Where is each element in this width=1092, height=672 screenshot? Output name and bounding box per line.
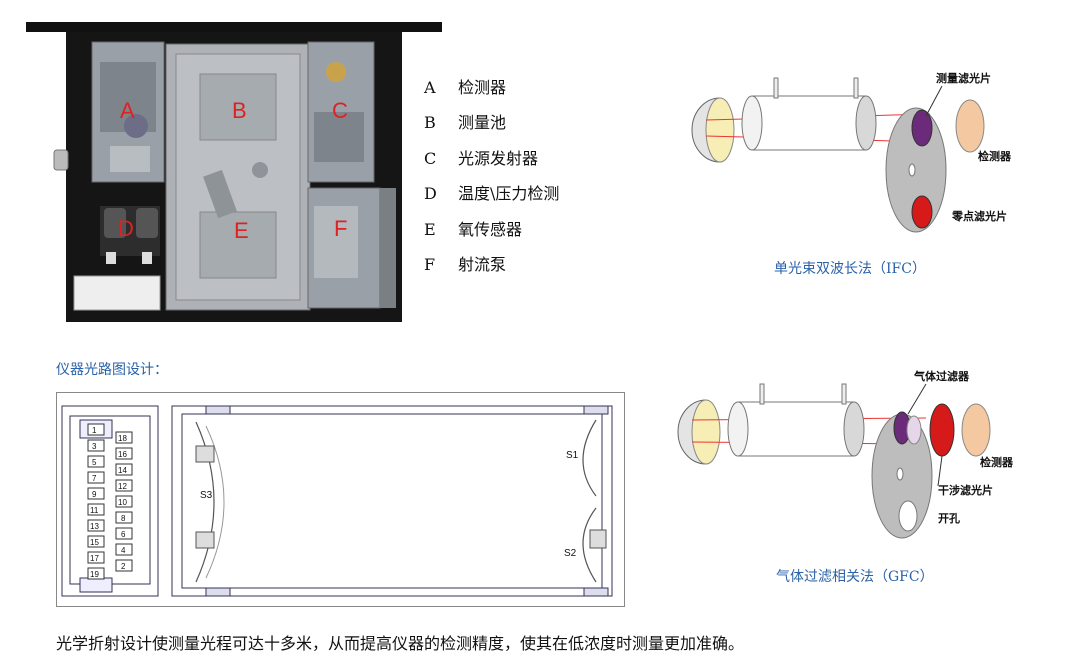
svg-text:18: 18 (118, 434, 127, 443)
top-plate (26, 22, 442, 32)
detector-disc (961, 403, 991, 457)
svg-text:19: 19 (90, 570, 99, 579)
instrument-diagram: A B C D E F (26, 22, 442, 322)
label-s2: S2 (564, 548, 577, 559)
label-s1: S1 (566, 450, 579, 461)
svg-text:5: 5 (92, 458, 97, 467)
svg-text:13: 13 (90, 522, 99, 531)
mirror-s3 (195, 421, 215, 583)
label-detector: 检测器 (980, 455, 1014, 469)
part-label-a: A (120, 98, 135, 123)
filter-wheel (885, 107, 947, 233)
zero-filter (911, 195, 933, 229)
svg-text:1: 1 (92, 426, 97, 435)
detector-disc (955, 99, 985, 153)
label-s3: S3 (200, 490, 213, 501)
optical-heading: 仪器光路图设计： (56, 362, 168, 378)
svg-text:15: 15 (90, 538, 99, 547)
spot-grid-left: 1 3 5 7 9 11 13 15 17 19 (87, 423, 105, 580)
spot-grid-right: 18 16 14 12 10 8 6 4 2 (115, 431, 133, 572)
ifc-diagram: 测量滤光片 检测器 零点滤光片 (691, 71, 1012, 233)
side-knob (53, 149, 69, 171)
label-zero-filter: 零点滤光片 (951, 209, 1007, 223)
label-gas-filter: 气体过滤器 (913, 369, 970, 383)
svg-text:12: 12 (118, 482, 127, 491)
footer-description: 光学折射设计使测量光程可达十多米，从而提高仪器的检测精度，使其在低浓度时测量更加… (56, 634, 745, 653)
part-label-b: B (232, 98, 247, 123)
gfc-caption: 气体过滤相关法（GFC） (776, 569, 934, 585)
open-hole (898, 500, 918, 532)
svg-text:4: 4 (121, 546, 126, 555)
measurement-filter (911, 109, 933, 147)
svg-text:6: 6 (121, 530, 126, 539)
svg-text:9: 9 (92, 490, 97, 499)
part-label-c: C (332, 98, 348, 123)
gfc-diagram: 气体过滤器 检测器 干涉滤光片 开孔 (677, 369, 1014, 539)
label-open-hole: 开孔 (938, 512, 960, 525)
measurement-cell (737, 401, 855, 457)
ifc-caption: 单光束双波长法（IFC） (774, 261, 926, 277)
part-label-d: D (118, 216, 134, 241)
label-measurement-filter: 测量滤光片 (936, 71, 991, 85)
optical-path-diagram: 1 3 5 7 9 11 13 15 17 19 18 16 14 12 10 … (56, 392, 625, 607)
label-interference-filter: 干涉滤光片 (938, 483, 993, 497)
svg-text:10: 10 (118, 498, 127, 507)
mirror-s1 (582, 419, 597, 497)
mirror-s2 (582, 507, 597, 583)
svg-text:3: 3 (92, 442, 97, 451)
part-label-e: E (234, 218, 249, 243)
svg-text:8: 8 (121, 514, 126, 523)
svg-text:2: 2 (121, 562, 126, 571)
label-detector: 检测器 (978, 149, 1012, 163)
svg-text:16: 16 (118, 450, 127, 459)
interference-filter (929, 403, 955, 457)
svg-text:11: 11 (90, 506, 99, 515)
bracket (73, 275, 161, 311)
svg-text:7: 7 (92, 474, 97, 483)
svg-text:17: 17 (90, 554, 99, 563)
svg-text:14: 14 (118, 466, 127, 475)
measurement-cell (751, 95, 867, 151)
part-label-f: F (334, 216, 347, 241)
